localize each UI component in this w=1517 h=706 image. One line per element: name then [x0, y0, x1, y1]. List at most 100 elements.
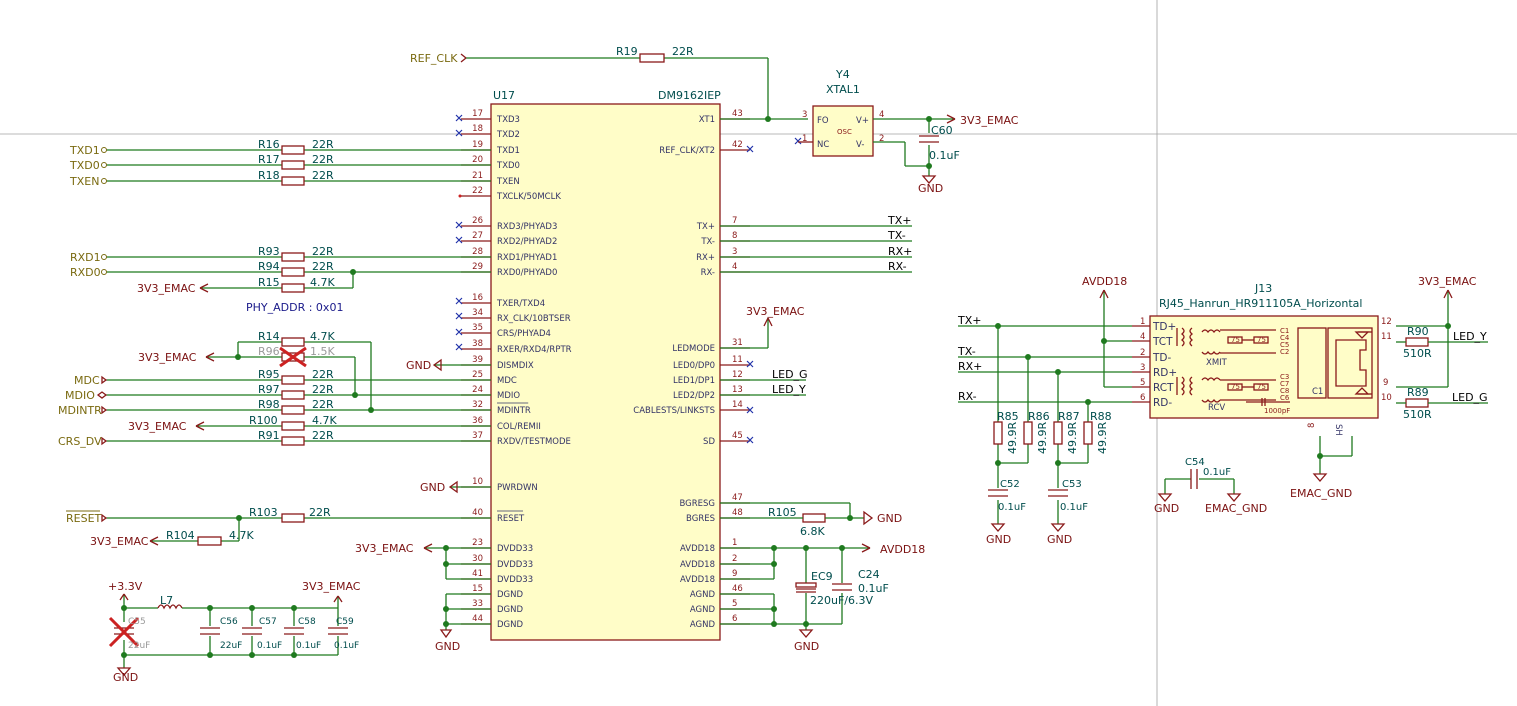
resistor-r91[interactable] — [281, 436, 305, 446]
label-c52-value: 0.1uF — [998, 502, 1026, 513]
pin-number: 11 — [732, 355, 743, 365]
resistor-r17[interactable] — [281, 160, 305, 170]
rj-inner-res-4: 75 — [1257, 383, 1266, 391]
global-label-rxd1[interactable]: RXD1 — [70, 251, 101, 264]
rj45-inner-drawing — [1176, 327, 1373, 406]
resistor-r19[interactable] — [639, 53, 665, 63]
resistor-r103[interactable] — [281, 513, 305, 523]
pin-number: 42 — [732, 140, 743, 150]
resistor-r98[interactable] — [281, 405, 305, 415]
label-r85-value: 49.9R — [1006, 422, 1019, 454]
resistor-r18[interactable] — [281, 176, 305, 186]
label-c55-value: 22uF — [128, 641, 150, 651]
global-label-reset[interactable]: RESET — [66, 512, 102, 525]
pin-label: RX- — [701, 268, 715, 278]
label-c56-ref: C56 — [220, 617, 238, 627]
resistor-r14[interactable] — [281, 337, 305, 347]
global-label-crs-dv[interactable]: CRS_DV — [58, 435, 102, 448]
power-gnd-dismdix: GND — [406, 359, 431, 372]
power-gnd-c54: GND — [1154, 502, 1179, 515]
global-label-mdc[interactable]: MDC — [74, 374, 100, 387]
pin-number: 45 — [732, 431, 743, 441]
resistor-r95[interactable] — [281, 375, 305, 385]
global-label-mdintr[interactable]: MDINTR — [58, 404, 102, 417]
pin-number: 4 — [1140, 332, 1145, 342]
power-gnd-bgres: GND — [877, 512, 902, 525]
power-gnd-agnd: GND — [794, 640, 819, 653]
power-3v3-emac-filter: 3V3_EMAC — [302, 580, 361, 593]
resistor-r94[interactable] — [281, 267, 305, 277]
global-label-ref-clk[interactable]: REF_CLK — [410, 52, 458, 65]
pin-number: 44 — [472, 614, 483, 624]
label-r95-ref: R95 — [258, 368, 280, 381]
label-r17-ref: R17 — [258, 153, 280, 166]
resistor-r89[interactable] — [1405, 398, 1429, 408]
resistor-r93[interactable] — [281, 252, 305, 262]
global-label-txen[interactable]: TXEN — [69, 175, 99, 188]
net-labels-right: TX+ TX- RX+ RX- LED_G LED_Y 3V3_EMAC GND… — [746, 214, 925, 653]
ic-u17-body[interactable] — [490, 103, 721, 641]
rj-pin-num-12: 12 — [1381, 317, 1392, 327]
rj-inner-res-3: 75 — [1231, 383, 1240, 391]
pin-label: REF_CLK/XT2 — [659, 146, 715, 156]
power-symbols-left: 3V3_EMAC 3V3_EMAC 3V3_EMAC 3V3_EMAC 3V3_… — [90, 282, 460, 653]
pin-number: 1 — [732, 538, 737, 548]
resistor-r16[interactable] — [281, 145, 305, 155]
pin-number: 48 — [732, 508, 743, 518]
global-label-txd0[interactable]: TXD0 — [69, 159, 100, 172]
resistor-r90[interactable] — [1405, 337, 1429, 347]
ic-u17[interactable]: U17 DM9162IEP 17TXD318TXD219TXD120TXD021… — [461, 89, 750, 641]
crystal-y4[interactable]: Y4 XTAL1 FO V+ NC V- OSC 3 4 1 2 — [802, 68, 884, 157]
global-label-txd1[interactable]: TXD1 — [69, 144, 100, 157]
resistor-r104[interactable] — [197, 536, 222, 546]
global-label-rxd0[interactable]: RXD0 — [70, 266, 101, 279]
global-label-mdio[interactable]: MDIO — [65, 389, 95, 402]
pin-number: 39 — [472, 355, 483, 365]
ic-u17-left-pins: 17TXD318TXD219TXD120TXD021TXEN22TXCLK/50… — [461, 109, 572, 630]
label-r105-value: 6.8K — [800, 525, 825, 538]
rj-inner-c6: C6 — [1280, 394, 1290, 402]
rj-pin-num-9: 9 — [1383, 378, 1388, 388]
resistor-r15[interactable] — [281, 283, 305, 293]
power-gnd-crystal: GND — [918, 182, 943, 195]
resistor-r100[interactable] — [281, 421, 305, 431]
connector-j13-body[interactable] — [1149, 315, 1379, 419]
net-label-rj-led-y: LED_Y — [1453, 330, 1487, 343]
net-label-tx-minus: TX- — [887, 229, 906, 242]
pin-number: 32 — [472, 400, 483, 410]
pin-label: TXEN — [496, 177, 520, 187]
resistor-r96[interactable] — [281, 352, 305, 362]
ic-u17-value: DM9162IEP — [658, 89, 721, 102]
pin-number: 3 — [732, 247, 737, 257]
rj-inner-res-1: 75 — [1231, 336, 1240, 344]
pin-label: DVDD33 — [497, 544, 533, 554]
resistor-r97[interactable] — [281, 390, 305, 400]
label-c57-ref: C57 — [259, 617, 277, 627]
label-r91-value: 22R — [312, 429, 334, 442]
label-c24-value: 0.1uF — [858, 582, 889, 595]
power-filter-labels: +3.3V 3V3_EMAC L7 C56 22uF C57 0.1uF C58… — [108, 580, 361, 684]
resistor-r105[interactable] — [802, 513, 826, 523]
pin-label: TXCLK/50MCLK — [496, 192, 561, 202]
power-plus-3v3: +3.3V — [108, 580, 143, 593]
